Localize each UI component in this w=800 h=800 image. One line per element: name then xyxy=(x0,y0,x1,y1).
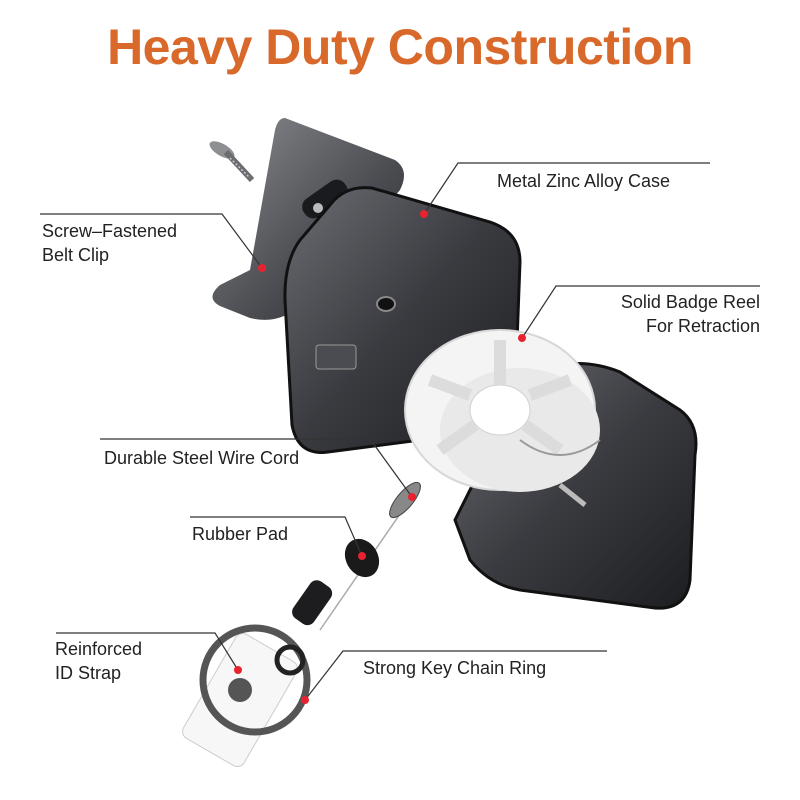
marker-dots xyxy=(234,210,526,704)
label-wire-line1: Durable Steel Wire Cord xyxy=(104,448,300,468)
label-id-strap: Reinforced ID Strap xyxy=(55,637,142,685)
label-rubber-pad-line1: Rubber Pad xyxy=(192,524,289,544)
label-case-line1: Metal Zinc Alloy Case xyxy=(497,171,671,191)
page-title: Heavy Duty Construction xyxy=(107,19,693,75)
label-reel: Solid Badge Reel For Retraction xyxy=(621,290,760,338)
washer-icon xyxy=(389,481,421,519)
label-belt-clip-line1: Screw–Fastened xyxy=(42,221,178,241)
label-reel-line2: For Retraction xyxy=(645,316,760,336)
screw-icon xyxy=(209,141,255,183)
label-id-strap-line2: ID Strap xyxy=(55,663,122,683)
label-belt-clip-line2: Belt Clip xyxy=(42,245,110,265)
id-strap-icon xyxy=(182,632,298,768)
label-key-ring: Strong Key Chain Ring xyxy=(363,656,546,680)
label-belt-clip: Screw–Fastened Belt Clip xyxy=(42,219,177,267)
label-case: Metal Zinc Alloy Case xyxy=(497,169,670,193)
leader-lines xyxy=(40,162,760,701)
label-reel-line1: Solid Badge Reel xyxy=(620,292,760,312)
clasp-icon xyxy=(292,580,333,626)
key-ring-icon xyxy=(199,624,311,736)
label-rubber-pad: Rubber Pad xyxy=(192,522,288,546)
label-key-ring-line1: Strong Key Chain Ring xyxy=(363,658,547,678)
label-id-strap-line1: Reinforced xyxy=(55,639,143,659)
badge-reel-icon xyxy=(404,329,601,492)
label-wire: Durable Steel Wire Cord xyxy=(104,446,299,470)
